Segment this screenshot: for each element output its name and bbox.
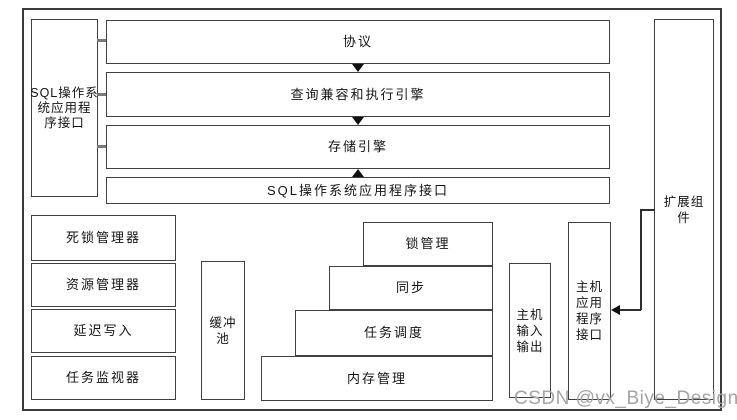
box-label-line: SQL操作系 [30, 85, 99, 100]
box-label-line: 统应用程 [37, 100, 92, 115]
box-label: 协议 [342, 34, 373, 49]
ext-arrow-stub-top [640, 209, 655, 211]
box-label: 同步 [395, 280, 426, 295]
box-task-monitor: 任务监视器 [31, 356, 176, 400]
box-label: 查询兼容和执行引擎 [290, 86, 426, 102]
box-lock-management: 锁管理 [363, 222, 493, 266]
box-extension-component: 扩展组 件 [654, 19, 714, 400]
box-label-line: 应用 [575, 296, 603, 310]
box-label-line: 序接口 [44, 115, 85, 130]
box-resource-manager: 资源管理器 [31, 263, 176, 307]
box-label: 死锁管理器 [65, 230, 141, 245]
diagram-outer-frame [22, 8, 722, 411]
box-protocol: 协议 [106, 20, 610, 64]
box-synchronization: 同步 [329, 266, 493, 310]
connector-api-to-query-engine [97, 93, 107, 96]
box-host-io: 主机 输入 输出 [509, 263, 551, 398]
box-label-line: 输入 [516, 323, 544, 338]
box-label-line: 池 [216, 331, 230, 346]
down-arrow-protocol-to-query [352, 64, 364, 72]
box-label-line: 输出 [516, 339, 544, 354]
box-label: 存储引擎 [327, 139, 388, 154]
csdn-watermark: CSDN @vx_Biye_Design [514, 388, 737, 409]
box-deadlock-manager: 死锁管理器 [31, 215, 176, 261]
box-label: 任务监视器 [65, 370, 141, 385]
box-label-line: 扩展组 [663, 194, 705, 209]
box-host-api: 主机 应用 程序 接口 [568, 222, 611, 400]
connector-api-to-protocol [97, 39, 107, 42]
box-label-line: 接口 [575, 328, 603, 342]
ext-arrow-horizontal [619, 309, 641, 311]
box-storage-engine: 存储引擎 [106, 125, 610, 169]
box-label-line: 件 [677, 210, 691, 225]
box-label: 锁管理 [405, 236, 451, 251]
box-label: 任务调度 [363, 325, 424, 340]
ext-arrow-vertical [640, 209, 642, 310]
box-task-scheduling: 任务调度 [295, 310, 493, 356]
box-label: 延迟写入 [73, 323, 134, 338]
box-label-line: 主机 [516, 307, 544, 322]
box-label: SQL操作系统应用程序接口 [266, 182, 449, 198]
down-arrow-query-to-storage [352, 117, 364, 125]
box-lazy-write: 延迟写入 [31, 309, 176, 353]
box-label-line: 程序 [575, 312, 603, 326]
connector-api-to-storage-engine [97, 145, 107, 148]
box-sql-os-api-bottom: SQL操作系统应用程序接口 [106, 177, 610, 204]
box-label-line: 缓冲 [209, 315, 237, 330]
box-label-line: 主机 [575, 280, 603, 294]
box-query-compat-exec-engine: 查询兼容和执行引擎 [106, 72, 610, 117]
box-sql-os-api-left: SQL操作系 统应用程 序接口 [30, 19, 99, 197]
box-label: 内存管理 [346, 370, 407, 386]
left-arrow-ext-to-host-api [611, 305, 620, 315]
box-buffer-pool: 缓冲 池 [201, 261, 245, 400]
up-arrow-api-to-storage [352, 169, 364, 177]
box-label: 资源管理器 [65, 277, 141, 292]
box-memory-management: 内存管理 [261, 356, 493, 401]
